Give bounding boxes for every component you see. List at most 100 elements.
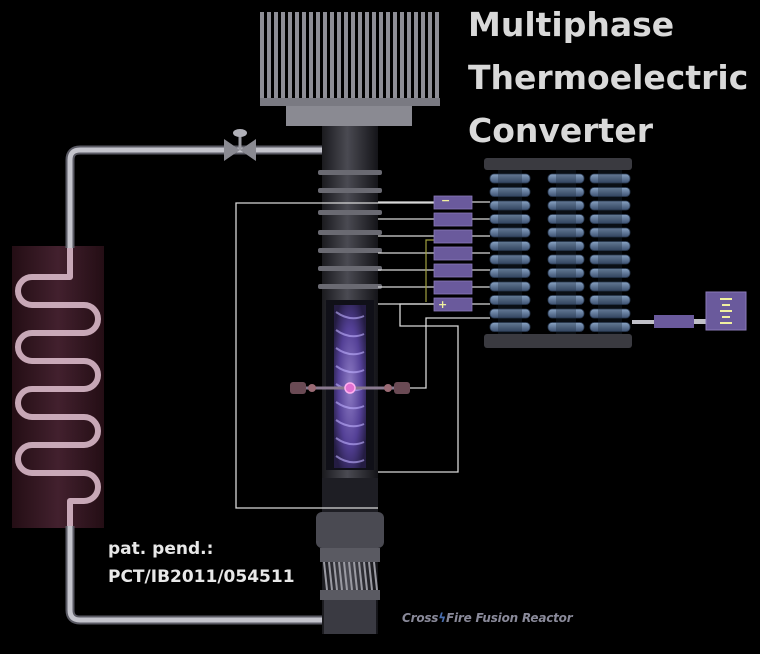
column-ring (318, 266, 382, 271)
heat-sink-fin (407, 12, 411, 98)
electrode-minus-sign: − (441, 194, 450, 207)
stack-plate (547, 281, 585, 292)
stack-plate (589, 322, 631, 332)
stack-plate (489, 254, 531, 265)
plasma-streak (335, 329, 365, 338)
heat-sink-fin (323, 12, 327, 98)
patent-label: pat. pend.: (108, 539, 214, 559)
stack-plate (547, 308, 585, 319)
wire-negative-loop (235, 202, 434, 509)
heat-sink-fin (281, 12, 285, 98)
title-line-2: Thermoelectric (468, 58, 749, 97)
stack-plate (589, 200, 631, 211)
turbine-blade (353, 561, 358, 591)
electrode-tab (433, 297, 473, 312)
wire-injector (410, 317, 490, 389)
heat-sink-fin (309, 12, 313, 98)
logo-text-cross: Cross (402, 611, 439, 625)
stack-core (556, 170, 576, 334)
crossfire-logo: CrossϟFire Fusion Reactor (402, 611, 573, 625)
turbine-blade (363, 561, 368, 591)
column-ring (318, 210, 382, 215)
stack-plate (489, 308, 531, 319)
turbine-blade (343, 561, 348, 591)
stack-plate (489, 214, 531, 224)
column-flange (316, 512, 384, 548)
heat-sink-fin (295, 12, 299, 98)
output-terminal (632, 291, 747, 331)
stack-plate (489, 241, 531, 251)
heat-sink-fin (414, 12, 418, 98)
column-ring (318, 188, 382, 193)
stack-plate (589, 227, 631, 238)
electrode-tab (433, 212, 473, 227)
heat-sink-fin (337, 12, 341, 98)
electrode-tabs (433, 195, 473, 312)
plasma-streak (335, 437, 365, 446)
stack-plate (589, 295, 631, 305)
ion-injectors (290, 382, 410, 394)
electrode-plus-sign: + (438, 298, 447, 311)
stack-plate (547, 227, 585, 238)
column-ring (318, 170, 382, 175)
heat-sink-fin (302, 12, 306, 98)
plasma-streak (335, 365, 365, 374)
stack-plate (547, 254, 585, 265)
heat-sink-fin (351, 12, 355, 98)
battery-cell-mark (720, 322, 732, 324)
title-line-1: Multiphase (468, 5, 675, 44)
battery-cell-mark (720, 298, 732, 300)
heat-sink-fin (421, 12, 425, 98)
column-ring (318, 284, 382, 289)
title-line-3: Converter (468, 111, 653, 150)
stack-plate (589, 268, 631, 278)
heat-sink-fin (386, 12, 390, 98)
stack-plate (547, 200, 585, 211)
stack-plate (547, 214, 585, 224)
battery-cell-mark (720, 310, 732, 312)
turbine-blade (328, 561, 333, 591)
battery-cell-mark (722, 304, 730, 306)
stack-plate (589, 241, 631, 251)
patent-number: PCT/IB2011/054511 (108, 567, 295, 587)
coolant-loop (65, 145, 322, 625)
stack-plate (589, 214, 631, 224)
electrode-tab (433, 263, 473, 278)
heat-sink-fin (267, 12, 271, 98)
electrical-wiring (235, 201, 490, 509)
heat-sink-fin (260, 12, 264, 98)
heat-sink-fin (400, 12, 404, 98)
capacitor-stack (484, 158, 632, 348)
turbine-blade (358, 561, 363, 591)
electrode-tab (433, 280, 473, 295)
heat-sink-fin (393, 12, 397, 98)
electrode-tab (433, 246, 473, 261)
heat-sink-fin (379, 12, 383, 98)
valve (224, 129, 256, 161)
electrode-tab (433, 195, 473, 210)
stack-plate (489, 322, 531, 332)
logo-text-rest: Fire Fusion Reactor (445, 611, 573, 625)
reactor-column (316, 126, 384, 634)
lightning-icon: ϟ (438, 611, 446, 625)
heat-sink (260, 12, 440, 126)
stack-core (598, 170, 622, 334)
column-ring (318, 230, 382, 235)
stack-plate (489, 268, 531, 278)
turbine-blade (368, 561, 373, 591)
stack-plate (489, 281, 531, 292)
stack-plate (547, 173, 585, 184)
heat-sink-fin (358, 12, 362, 98)
heat-sink-fin (316, 12, 320, 98)
heat-sink-fin (372, 12, 376, 98)
turbine-blade (348, 561, 353, 591)
stack-plate (489, 173, 531, 184)
stack-plate (547, 187, 585, 197)
stack-plate (547, 268, 585, 278)
stack-plate (489, 187, 531, 197)
stack-core (498, 170, 522, 334)
heat-sink-fin (330, 12, 334, 98)
heat-sink-fin (288, 12, 292, 98)
